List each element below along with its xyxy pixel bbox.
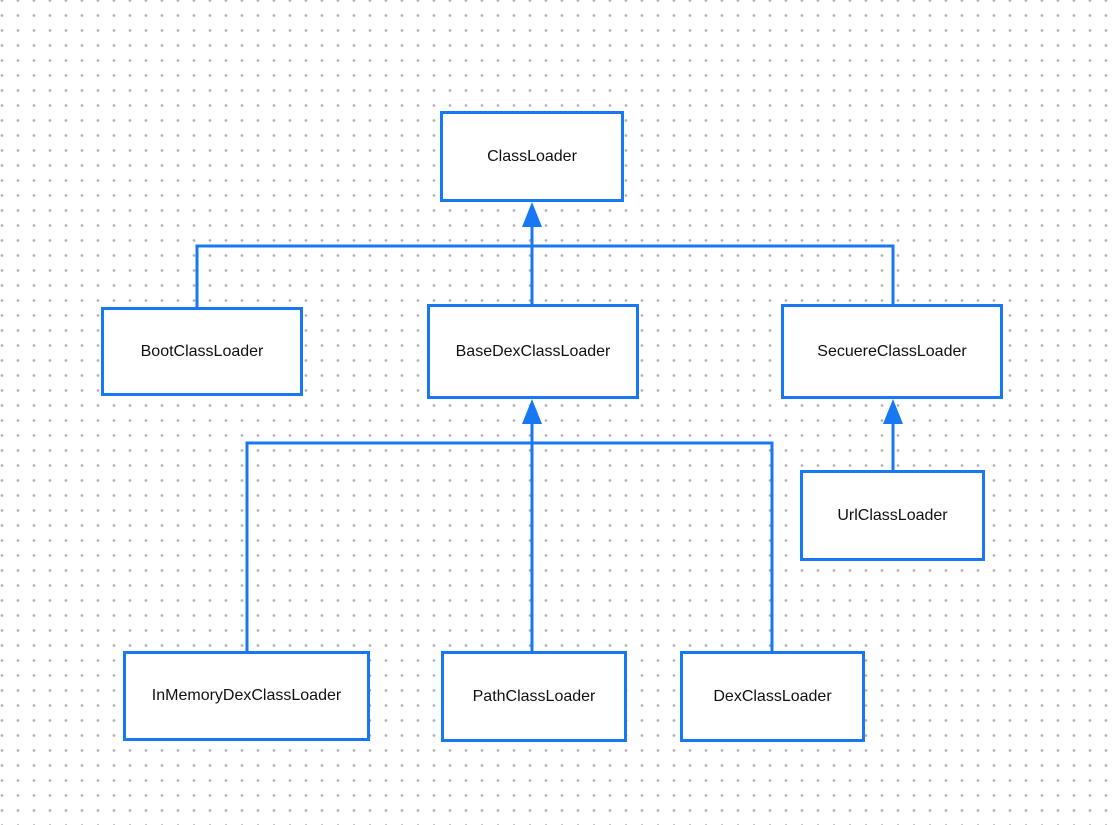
node-basedexclassloader[interactable]: BaseDexClassLoader — [427, 304, 639, 399]
node-classloader[interactable]: ClassLoader — [440, 111, 624, 202]
arrowhead-up-icon — [522, 399, 542, 424]
node-inmemorydexclassloader[interactable]: InMemoryDexClassLoader — [123, 651, 370, 741]
arrowhead-up-icon — [522, 202, 542, 227]
node-pathclassloader[interactable]: PathClassLoader — [441, 651, 627, 742]
node-dexclassloader[interactable]: DexClassLoader — [680, 651, 865, 742]
edge-secuereclassloader-to-classloader[interactable] — [532, 244, 895, 307]
edge-urlclassloader-to-secuereclassloader[interactable] — [883, 399, 903, 473]
node-bootclassloader[interactable]: BootClassLoader — [101, 307, 303, 396]
edge-inmemorydexclassloader-to-basedexclassloader[interactable] — [245, 441, 532, 654]
edge-pathclassloader-to-basedexclassloader[interactable] — [522, 399, 542, 654]
edge-dexclassloader-to-basedexclassloader[interactable] — [532, 441, 774, 654]
edge-bootclassloader-to-classloader[interactable] — [195, 244, 532, 310]
arrowhead-up-icon — [883, 399, 903, 424]
node-urlclassloader[interactable]: UrlClassLoader — [800, 470, 985, 561]
edge-basedexclassloader-to-classloader[interactable] — [522, 202, 542, 307]
node-secuereclassloader[interactable]: SecuereClassLoader — [781, 304, 1003, 399]
